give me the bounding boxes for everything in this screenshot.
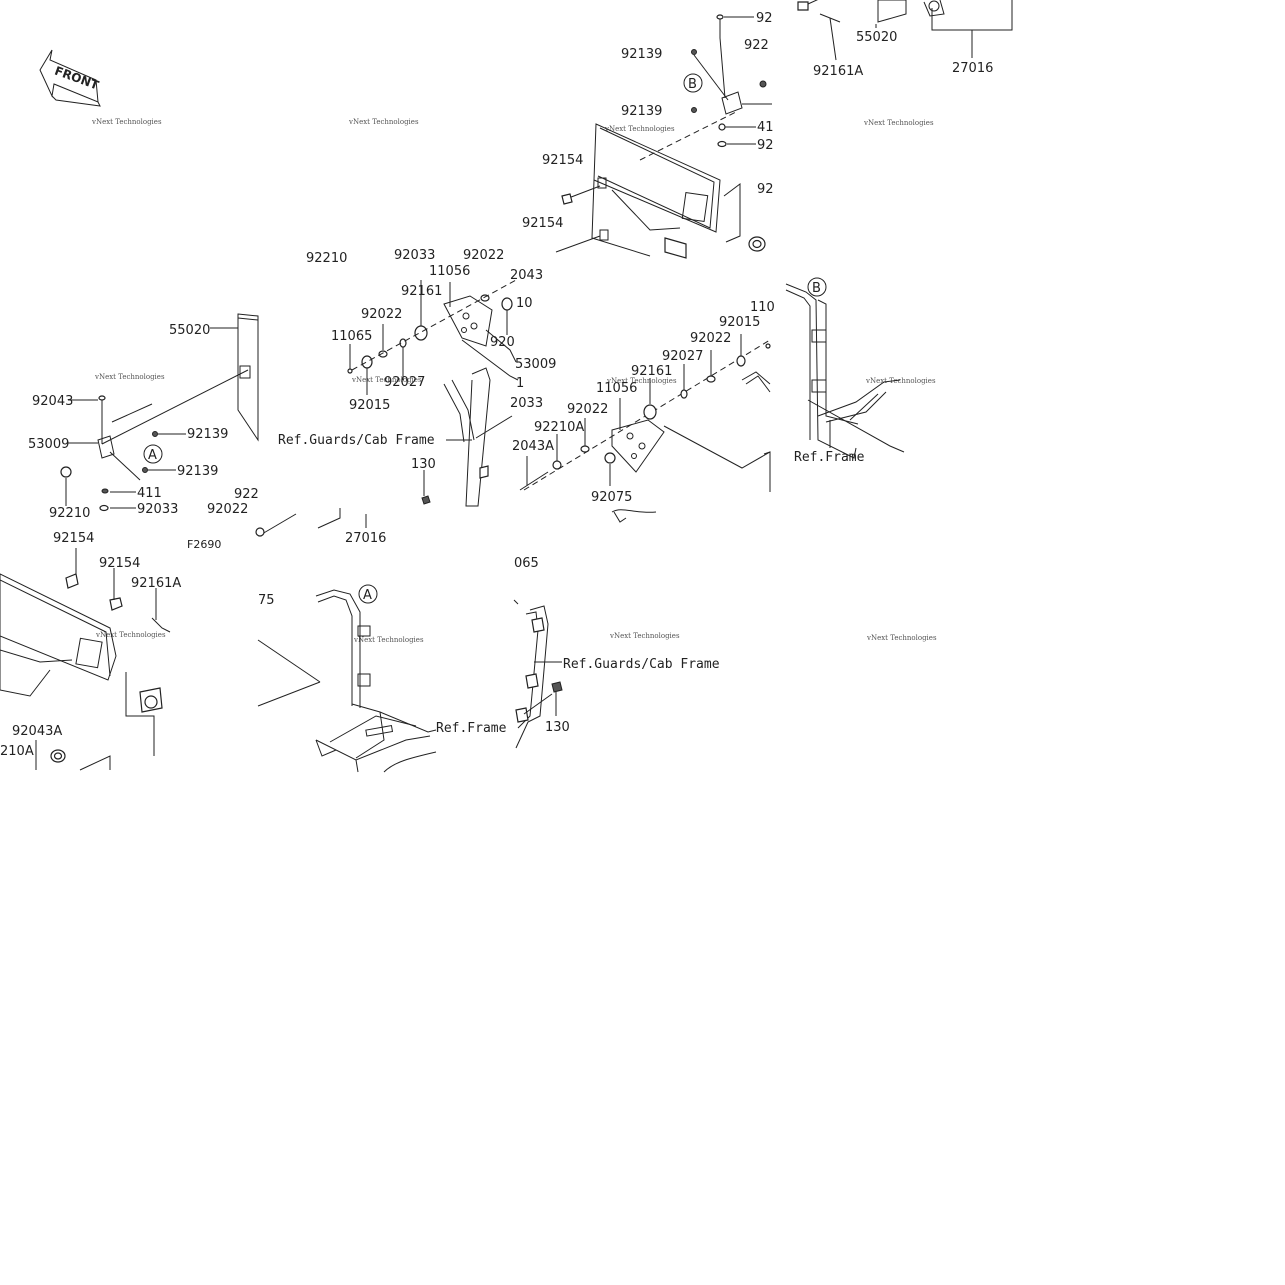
- part-label: 92154: [53, 531, 94, 546]
- part-label: 2043: [510, 268, 543, 283]
- part-label: 53009: [515, 357, 556, 372]
- marker-a: A: [148, 448, 157, 463]
- part-label: 92015: [719, 315, 760, 330]
- part-label: 92022: [207, 502, 248, 517]
- part-label: 1: [516, 376, 524, 391]
- rear-panel-assembly-left: A: [60, 313, 367, 537]
- part-label: 2043A: [512, 439, 554, 454]
- ref-guards-label: Ref.Guards/Cab Frame: [278, 433, 435, 448]
- part-label: 92210A: [534, 420, 584, 435]
- part-label: 92075: [591, 490, 632, 505]
- part-label: 92015: [349, 398, 390, 413]
- part-label: 92139: [187, 427, 228, 442]
- part-label: 92022: [567, 402, 608, 417]
- part-label: 11056: [429, 264, 470, 279]
- rear-panel-assembly-top: B: [555, 0, 1013, 259]
- front-arrow-icon: FRONT: [39, 49, 102, 107]
- watermark: vNext Technologies: [604, 125, 675, 133]
- part-label: 2033: [510, 396, 543, 411]
- watermark-group: vNext Technologies vNext Technologies vN…: [91, 118, 937, 644]
- watermark: vNext Technologies: [94, 373, 165, 381]
- part-label: 92: [756, 11, 773, 26]
- part-label: 130: [411, 457, 436, 472]
- part-label: 922: [234, 487, 259, 502]
- bracket-assembly-center: [300, 244, 771, 523]
- part-label: 411: [137, 486, 162, 501]
- part-label: 53009: [28, 437, 69, 452]
- part-label: 92139: [621, 104, 662, 119]
- part-label: 92210: [306, 251, 347, 266]
- part-label: 065: [514, 556, 539, 571]
- part-label: 210A: [0, 744, 34, 759]
- part-label: 92022: [463, 248, 504, 263]
- part-label: 92043A: [12, 724, 62, 739]
- ref-frame-label: Ref.Frame: [436, 721, 507, 736]
- part-label: 92154: [99, 556, 140, 571]
- part-label: 55020: [169, 323, 210, 338]
- marker-b: B: [812, 281, 821, 296]
- part-label: 92210: [49, 506, 90, 521]
- part-label: 55020: [856, 30, 897, 45]
- watermark: vNext Technologies: [95, 631, 166, 639]
- part-label: 92022: [361, 307, 402, 322]
- part-label: 10: [516, 296, 533, 311]
- part-label: 27016: [952, 61, 993, 76]
- part-label: 920: [490, 335, 515, 350]
- part-label: 92: [757, 138, 774, 153]
- part-label: 92154: [522, 216, 563, 231]
- watermark: vNext Technologies: [91, 118, 162, 126]
- part-label: 11065: [331, 329, 372, 344]
- rear-panel-assembly-bottom: [0, 548, 171, 771]
- part-label: 92: [757, 182, 774, 197]
- part-label: 75: [258, 593, 275, 608]
- frame-a-assembly: A: [257, 584, 437, 773]
- ref-guards-label: Ref.Guards/Cab Frame: [563, 657, 720, 672]
- frame-b-assembly: B: [785, 277, 905, 459]
- part-label: 130: [545, 720, 570, 735]
- watermark: vNext Technologies: [353, 636, 424, 644]
- watermark: vNext Technologies: [865, 377, 936, 385]
- part-label: 110: [750, 300, 775, 315]
- part-label: 92161: [631, 364, 672, 379]
- part-label: 92043: [32, 394, 73, 409]
- watermark: vNext Technologies: [609, 632, 680, 640]
- part-label: 92139: [621, 47, 662, 62]
- part-label: 92161A: [813, 64, 863, 79]
- part-label: 92161: [401, 284, 442, 299]
- part-label: 92027: [662, 349, 703, 364]
- part-label: 41: [757, 120, 774, 135]
- part-label: 92033: [137, 502, 178, 517]
- part-label: 92154: [542, 153, 583, 168]
- part-label: 92139: [177, 464, 218, 479]
- marker-b: B: [688, 77, 697, 92]
- watermark: vNext Technologies: [863, 119, 934, 127]
- part-label: 27016: [345, 531, 386, 546]
- part-label: 92161A: [131, 576, 181, 591]
- part-label: 92027: [384, 375, 425, 390]
- figure-code: F2690: [187, 538, 221, 551]
- guard-bracket-bottom: [513, 599, 563, 749]
- part-label: 92033: [394, 248, 435, 263]
- marker-a: A: [363, 588, 372, 603]
- part-label: 922: [744, 38, 769, 53]
- part-label: 92022: [690, 331, 731, 346]
- watermark: vNext Technologies: [866, 634, 937, 642]
- part-label: 11056: [596, 381, 637, 396]
- watermark: vNext Technologies: [351, 376, 422, 384]
- watermark: vNext Technologies: [606, 377, 677, 385]
- ref-frame-label: Ref.Frame: [794, 450, 865, 465]
- watermark: vNext Technologies: [348, 118, 419, 126]
- front-badge-label: FRONT: [53, 64, 102, 93]
